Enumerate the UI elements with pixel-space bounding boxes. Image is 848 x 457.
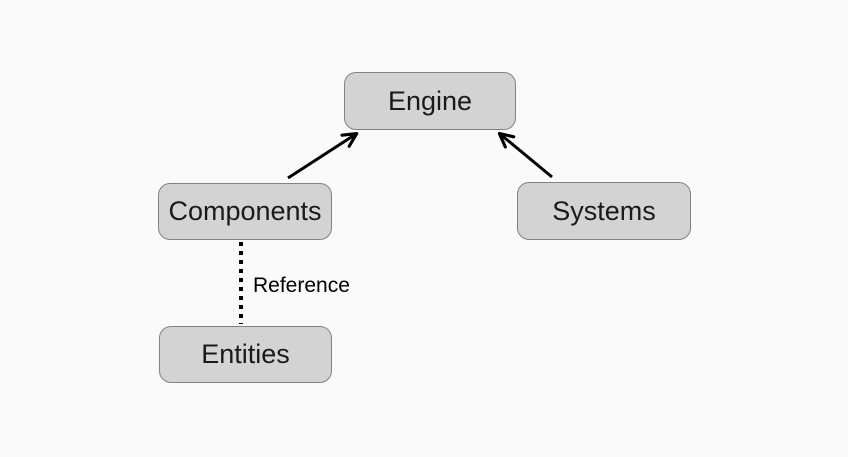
- node-systems: Systems: [517, 182, 691, 240]
- node-entities: Entities: [159, 326, 332, 383]
- edge-label-reference: Reference: [250, 274, 353, 297]
- node-systems-label: Systems: [552, 195, 656, 226]
- node-components: Components: [158, 183, 332, 240]
- edge-systems-to-engine-arrow: [497, 131, 553, 179]
- node-engine: Engine: [344, 72, 516, 130]
- edge-components-to-engine-arrow: [287, 131, 359, 180]
- node-components-label: Components: [168, 196, 322, 226]
- node-engine-label: Engine: [387, 85, 473, 116]
- node-entities-label: Entities: [201, 339, 290, 369]
